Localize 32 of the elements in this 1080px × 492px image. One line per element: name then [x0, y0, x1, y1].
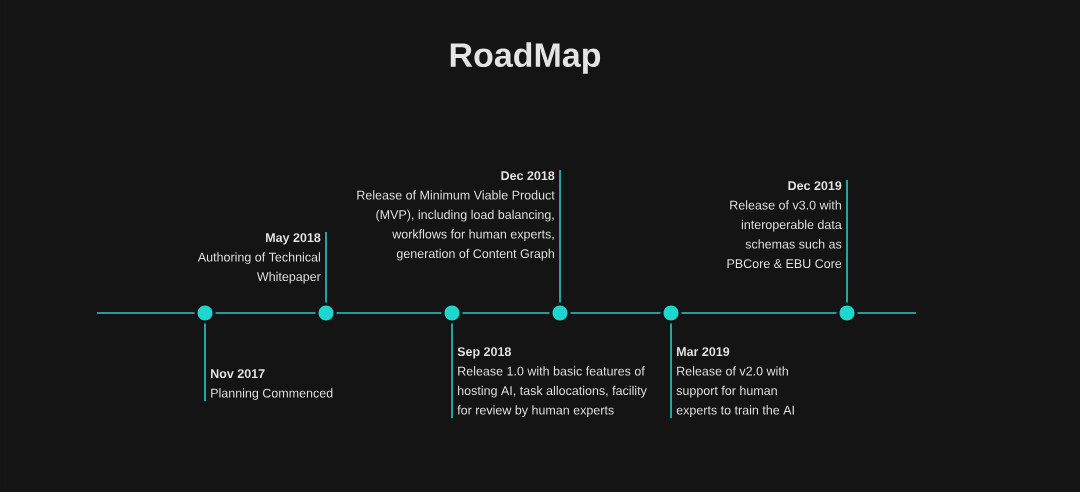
leader-line	[451, 322, 453, 419]
timeline-dot	[444, 305, 460, 321]
title: RoadMap	[450, 42, 601, 74]
timeline-line	[569, 312, 662, 314]
timeline-line	[96, 312, 196, 314]
timeline-dot	[839, 305, 855, 321]
event-description: Authoring of Technical Whitepaper	[197, 252, 321, 284]
leader-line	[670, 322, 672, 419]
event-date: Sep 2018	[457, 347, 511, 359]
event-description: Release of v2.0 with support for human experts to train the AI	[676, 366, 794, 417]
leader-line	[559, 169, 561, 304]
timeline-dot	[552, 305, 568, 321]
event-date: Dec 2018	[501, 171, 555, 181]
timeline-dot	[197, 305, 213, 321]
leader-line	[325, 231, 327, 304]
event-description: Release of v3.0 with interoperable data schemas such as PBCore & EBU Core	[727, 200, 842, 269]
timeline-line	[856, 312, 917, 314]
timeline-dot	[663, 305, 679, 321]
event-date: Dec 2019	[788, 181, 842, 191]
timeline-line	[680, 312, 838, 314]
event-description: Release of Minimum Viable Product (MVP), including load balancing, workflows for human experts, generation of Content Graph	[357, 190, 555, 261]
event-date: Nov 2017	[211, 369, 265, 379]
leader-line	[204, 322, 206, 402]
leader-line	[846, 179, 848, 304]
timeline-dot	[318, 305, 334, 321]
timeline-line	[214, 312, 317, 314]
timeline-line	[461, 312, 551, 314]
event-description: Planning Commenced	[211, 388, 333, 400]
event-date: Mar 2019	[677, 347, 730, 357]
event-date: May 2018	[266, 233, 321, 245]
event-description: Release 1.0 with basic features of hosting AI, task allocations, facility for review by human experts	[457, 366, 647, 417]
timeline-line	[335, 312, 443, 314]
